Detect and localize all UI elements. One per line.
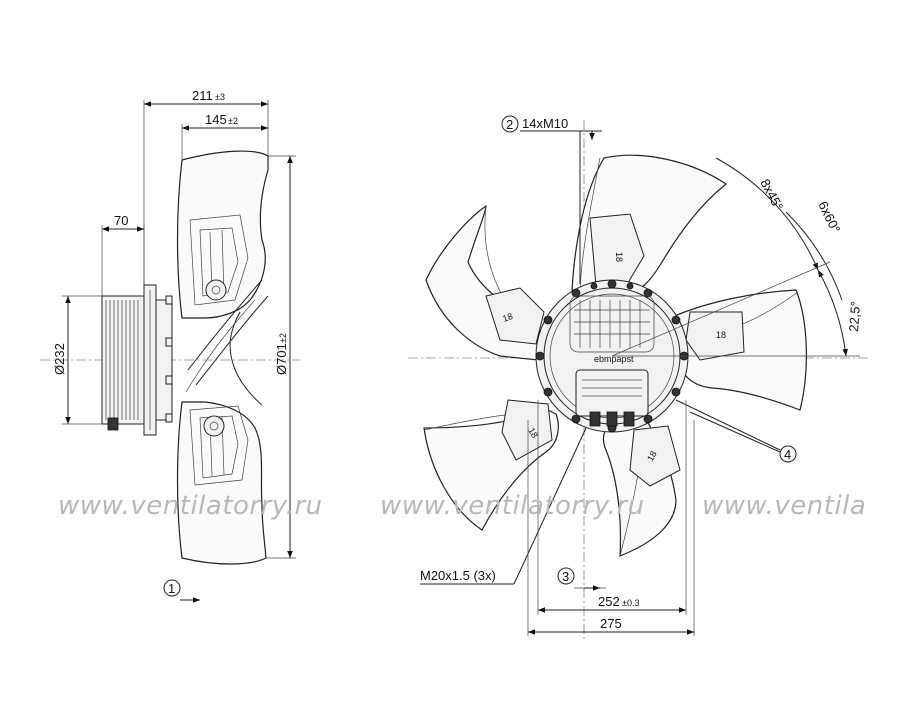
dim-motor-diameter: Ø232 (52, 343, 67, 375)
watermark-text-2: www.ventilatorry.ru (380, 491, 645, 521)
blade-mark-3: 18 (645, 449, 659, 463)
side-blade-upper (176, 150, 269, 319)
dim-motor-offset: 70 (114, 213, 128, 228)
front-view: 18 18 18 18 18 (408, 115, 870, 640)
side-motor (101, 295, 173, 431)
dim-fan-diameter: Ø701 (274, 343, 289, 375)
dim-hole-circle: 252 (598, 594, 620, 609)
blade-mark-1: 18 (614, 252, 624, 262)
dim-fan-diameter-tol: ±2 (278, 333, 288, 343)
callout-4: 4 (784, 447, 791, 462)
dim-overall-depth-tol: ±3 (215, 92, 225, 102)
angle-22-5: 22,5° (846, 301, 863, 332)
blade-roots: 18 18 18 18 18 (485, 213, 745, 487)
dim-blade-depth: 145 (205, 112, 227, 127)
callout-1: 1 (168, 581, 175, 596)
terminal-box (575, 369, 649, 417)
cable-gland-label: M20x1.5 (3x) (420, 568, 496, 583)
dim-flange-width: 275 (600, 616, 622, 631)
dim-blade-depth-tol: ±2 (228, 116, 238, 126)
blade-mark-2: 18 (716, 330, 726, 340)
angle-8x45: 8x45° (757, 176, 786, 213)
watermark-text-3: www.ventilatorry.ru (702, 491, 916, 521)
mounting-lugs (535, 279, 689, 433)
side-blade-lower (176, 401, 267, 565)
side-view: 211 ±3 145 ±2 70 Ø232 Ø701 ±2 1 (40, 88, 300, 603)
callout-2: 2 (506, 117, 513, 132)
watermark-text-1: www.ventilatorry.ru (58, 491, 323, 521)
hub-label: ebmpapst (594, 354, 634, 364)
watermark: www.ventilatorry.ru www.ventilatorry.ru … (58, 491, 916, 521)
mounting-holes-label: 14xM10 (522, 116, 568, 131)
dim-hole-circle-tol: ±0.3 (622, 598, 639, 608)
blade-mark-5: 18 (501, 311, 514, 324)
dim-overall-depth: 211 (192, 88, 213, 103)
angle-6x60: 6x60° (815, 199, 843, 236)
callout-3: 3 (562, 569, 569, 584)
blade-mark-4: 18 (526, 426, 540, 440)
